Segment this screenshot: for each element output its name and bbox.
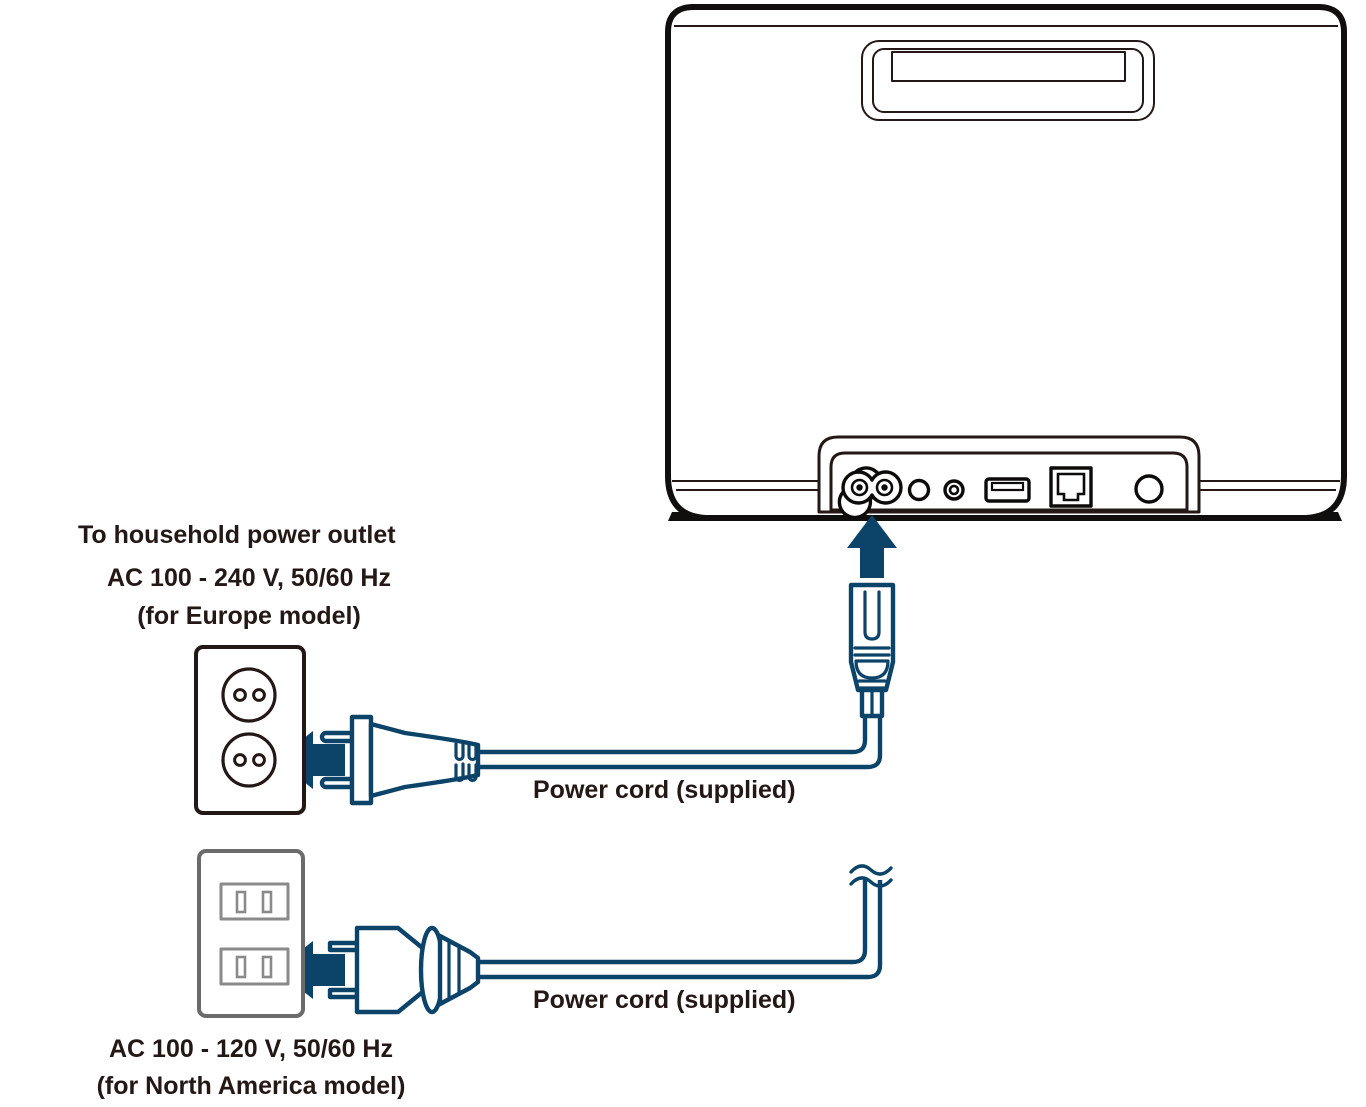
port-ac-inlet [837, 466, 903, 520]
na-slot-top-right [261, 890, 273, 914]
usb-inner-bar [990, 481, 1025, 492]
eu-socket-bottom-hole-right [252, 753, 266, 767]
connector-c7 [848, 582, 896, 719]
nema-blade-top [327, 940, 360, 953]
port-small-jack-core [948, 484, 960, 496]
outlet-europe [194, 645, 306, 815]
eu-socket-top-hole-right [252, 688, 266, 702]
handle-outer-recess [861, 40, 1155, 121]
na-slot-top-left [235, 890, 247, 914]
cord-europe-inner-line [478, 716, 883, 770]
na-receptacle-top [219, 882, 290, 921]
ac-inlet-pin-left-core [856, 484, 863, 491]
port-lan [1049, 466, 1093, 508]
label-power-cord-europe: Power cord (supplied) [533, 776, 796, 804]
na-receptacle-bottom [219, 947, 290, 986]
eu-socket-bottom [221, 732, 277, 788]
label-north-america-model: (for North America model) [97, 1072, 406, 1100]
nema-body [354, 925, 428, 1015]
handle-lip [891, 51, 1126, 82]
europlug-grip-2 [467, 742, 478, 762]
europlug-pin-bottom [319, 776, 355, 790]
outlet-north-america [197, 849, 305, 1018]
ac-inlet-pin-right-core [881, 484, 888, 491]
cord-break-wave-lower [849, 876, 893, 888]
cord-north-america [478, 864, 893, 980]
cord-break-wave-upper [849, 864, 893, 876]
nema-blade-bottom [327, 987, 360, 1000]
europlug-grip-4 [467, 763, 478, 783]
cord-na-outer-line [478, 880, 868, 965]
eu-socket-top [221, 667, 277, 723]
eu-socket-top-hole-left [233, 688, 247, 702]
lan-inner-tab [1056, 472, 1086, 502]
port-usb [984, 477, 1031, 503]
label-outlet-heading: To household power outlet [78, 521, 396, 549]
eu-socket-bottom-hole-left [233, 753, 247, 767]
label-europe-voltage: AC 100 - 240 V, 50/60 Hz [107, 564, 391, 592]
arrow-up-to-ac-inlet [847, 515, 897, 578]
na-slot-bottom-left [235, 955, 247, 979]
c7-grip-arc [854, 659, 890, 680]
device-handle [861, 40, 1155, 121]
c7-slot [863, 590, 881, 641]
device-body [665, 4, 1347, 521]
europlug-grip-3 [454, 762, 465, 783]
port-round-hole [907, 478, 931, 502]
cord-europe [478, 716, 883, 770]
port-right-jack [1134, 474, 1164, 504]
label-north-america-voltage: AC 100 - 120 V, 50/60 Hz [109, 1035, 393, 1063]
europlug-body [368, 721, 481, 799]
device-speaker [665, 4, 1347, 521]
cord-europe-outer-line [478, 716, 868, 755]
cord-na-inner-line [478, 880, 883, 980]
europlug-grip-1 [454, 741, 465, 762]
plug-nema [327, 925, 481, 1015]
plug-europlug [319, 714, 481, 806]
handle-inner-recess [872, 48, 1144, 113]
na-outlet-plate [197, 849, 305, 1018]
arrow-left-to-eu-outlet [276, 731, 345, 789]
label-europe-model: (for Europe model) [137, 602, 361, 630]
europlug-pin-top [319, 730, 355, 744]
europlug-faceplate [349, 714, 374, 806]
label-power-cord-north-america: Power cord (supplied) [533, 986, 796, 1014]
na-slot-bottom-right [261, 955, 273, 979]
arrow-left-to-na-outlet [276, 941, 345, 999]
